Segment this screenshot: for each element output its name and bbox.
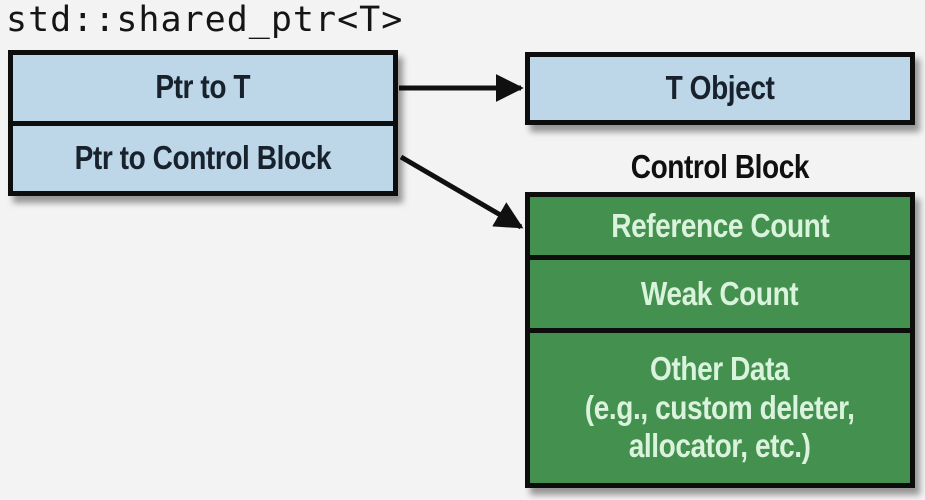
arrow-ptr-to-control-block	[399, 154, 524, 230]
t-object-box: T Object	[525, 52, 915, 125]
other-data-label: Other Data (e.g., custom deleter, alloca…	[585, 349, 855, 465]
reference-count-label: Reference Count	[610, 206, 830, 244]
diagram-title: std::shared_ptr<T>	[6, 0, 404, 40]
ptr-to-control-block-label: Ptr to Control Block	[74, 138, 332, 176]
control-block-heading-label: Control Block	[630, 147, 810, 185]
control-block-heading: Control Block	[525, 146, 915, 188]
ptr-to-control-block-row: Ptr to Control Block	[13, 120, 393, 192]
weak-count-label: Weak Count	[641, 274, 799, 312]
control-block-box: Reference Count Weak Count Other Data (e…	[525, 192, 915, 488]
ptr-to-t-label: Ptr to T	[155, 68, 251, 106]
other-data-row: Other Data (e.g., custom deleter, alloca…	[530, 328, 910, 483]
reference-count-row: Reference Count	[530, 197, 910, 255]
shared-ptr-box: Ptr to T Ptr to Control Block	[8, 50, 398, 196]
weak-count-row: Weak Count	[530, 255, 910, 328]
ptr-to-t-row: Ptr to T	[13, 55, 393, 121]
t-object-label: T Object	[665, 69, 775, 107]
